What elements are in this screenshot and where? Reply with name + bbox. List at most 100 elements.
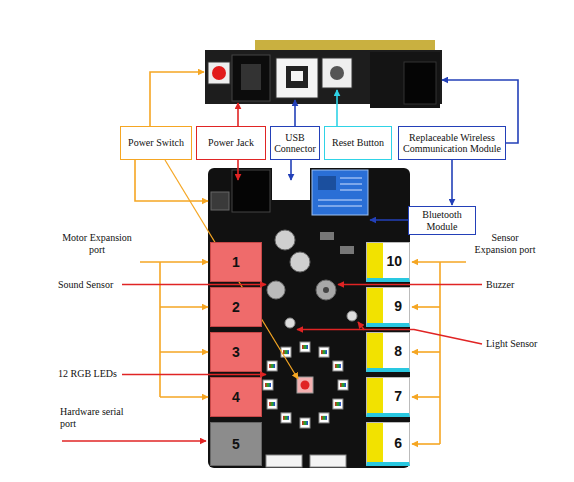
callout-label: Light Sensor — [486, 338, 558, 350]
module-trace — [318, 178, 362, 206]
leader-line — [122, 284, 266, 286]
port-block: 7 — [366, 377, 410, 417]
center-button — [297, 377, 313, 393]
wireless-module — [370, 52, 440, 108]
rgb-led — [333, 361, 343, 371]
leader-line — [370, 219, 408, 221]
leader-line — [412, 443, 440, 445]
led-die — [269, 364, 275, 368]
bluetooth-module — [312, 170, 368, 215]
port-number: 5 — [232, 436, 240, 452]
callout-text: Bluetooth Module — [412, 209, 472, 232]
port-block: 1 — [210, 242, 262, 282]
leader-line — [412, 351, 440, 353]
smd-part — [340, 246, 354, 254]
rgb-led — [267, 399, 277, 409]
leader-line — [412, 261, 466, 263]
leader-line — [159, 262, 161, 397]
leader-line — [336, 90, 338, 126]
port-number: 9 — [394, 298, 402, 314]
light-sensor — [347, 311, 357, 321]
port-number: 4 — [232, 389, 240, 405]
reset-button — [330, 66, 344, 80]
callout-box: USB Connector — [270, 126, 320, 160]
led-die — [321, 416, 327, 420]
callout-box: Power Jack — [196, 126, 266, 160]
rgb-led — [281, 413, 291, 423]
callout-label: Sensor Expansion port — [470, 232, 540, 256]
leader-line — [338, 284, 482, 286]
led-die — [302, 421, 308, 425]
leader-line — [165, 160, 298, 379]
callout-label: Motor Expansion port — [62, 232, 132, 256]
callout-box: Replaceable Wireless Communication Modul… — [398, 126, 506, 160]
rgb-led — [333, 399, 343, 409]
led-die — [340, 383, 346, 387]
rgb-led — [338, 380, 348, 390]
leader-line — [294, 100, 296, 126]
leader-line — [451, 160, 453, 205]
port-block: 10 — [366, 242, 410, 282]
light-sensor — [285, 318, 295, 328]
center-button-cap — [301, 381, 310, 390]
rgb-led — [300, 418, 310, 428]
leader-line — [160, 351, 208, 353]
leader-line — [122, 374, 266, 376]
led-die — [335, 364, 341, 368]
smd-part — [320, 232, 334, 240]
port-block: 5 — [210, 422, 262, 466]
chip — [318, 176, 336, 190]
port-block: 3 — [210, 332, 262, 372]
led-die — [265, 383, 271, 387]
port-number: 2 — [232, 299, 240, 315]
port-number: 8 — [394, 343, 402, 359]
callout-text: USB Connector — [274, 132, 316, 155]
wireless-socket — [404, 62, 436, 104]
board — [208, 168, 410, 468]
capacitor — [275, 230, 295, 250]
sound-sensor — [267, 281, 285, 299]
capacitor — [290, 252, 310, 272]
rgb-led — [267, 361, 277, 371]
buzzer-hole — [323, 287, 329, 293]
reset-body — [322, 58, 352, 88]
leader-line — [150, 72, 204, 126]
callout-text: Replaceable Wireless Communication Modul… — [402, 132, 502, 155]
leader-line — [140, 261, 208, 263]
leader-line — [135, 160, 208, 201]
callout-box: Reset Button — [324, 126, 392, 160]
port-block: 8 — [366, 332, 410, 372]
rgb-led — [319, 413, 329, 423]
led-die — [302, 345, 308, 349]
led-die — [335, 402, 341, 406]
usb-connector — [276, 58, 318, 98]
pin-header — [255, 40, 435, 50]
rgb-led — [263, 380, 273, 390]
callout-box: Bluetooth Module — [408, 206, 476, 235]
port-number: 6 — [394, 435, 402, 451]
port-block: 6 — [366, 422, 410, 466]
bottom-connector — [310, 455, 346, 467]
power-jack — [232, 55, 270, 101]
power-jack-hole — [241, 64, 261, 90]
leader-line — [160, 396, 208, 398]
leader-line — [297, 329, 364, 331]
callout-label: Buzzer — [486, 279, 546, 291]
port-number: 3 — [232, 344, 240, 360]
led-die — [283, 350, 289, 354]
port-block: 2 — [210, 287, 262, 327]
leader-line — [237, 160, 239, 180]
port-number: 1 — [232, 254, 240, 270]
port-block: 9 — [366, 287, 410, 327]
usb-socket — [286, 66, 308, 88]
leader-lines — [62, 72, 518, 444]
buzzer — [316, 280, 336, 300]
callout-text: Reset Button — [332, 137, 384, 149]
leader-line — [237, 103, 239, 126]
bottom-connector — [266, 455, 302, 467]
led-die — [321, 350, 327, 354]
port-number: 10 — [386, 253, 402, 269]
leader-line — [412, 396, 440, 398]
usb-pin — [291, 71, 303, 81]
